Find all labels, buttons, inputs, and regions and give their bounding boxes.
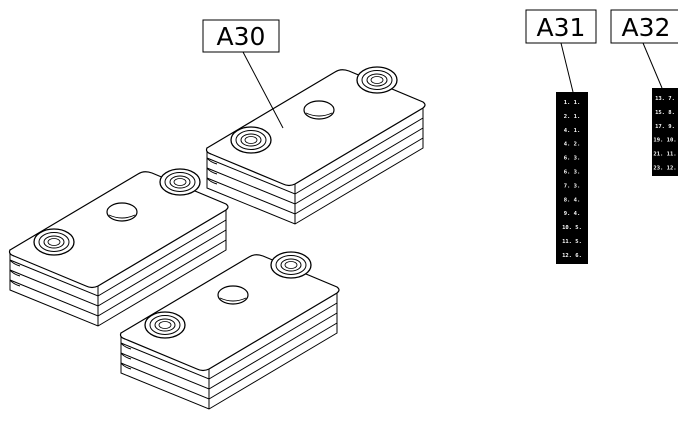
strip-a31-label: 9. 4.: [564, 211, 581, 217]
strip-a31-label: 10. 5.: [562, 225, 582, 231]
strip-a32-label: 21. 11.: [653, 152, 676, 158]
strip-a31-label: 4. 1.: [564, 128, 581, 134]
label-strip-a32: 13. 7. 15. 8. 17. 9. 19. 10. 21. 11. 23. 12.: [652, 88, 678, 176]
callout-a32: A32: [610, 9, 678, 89]
callout-a30: A30: [202, 19, 284, 129]
callout-a32-label: A32: [622, 13, 671, 42]
strip-a32-label: 17. 9.: [655, 124, 675, 130]
strip-a31-label: 8. 4.: [564, 197, 581, 203]
strip-a31-label: 11. 5.: [562, 239, 582, 245]
strip-a31-label: 6. 3.: [564, 156, 581, 162]
strip-a32-label: 19. 10.: [653, 138, 676, 144]
callout-a31: A31: [525, 9, 597, 93]
callout-a30-label: A30: [217, 22, 266, 51]
strip-a31-label: 4. 2.: [564, 142, 581, 148]
callout-a31-label: A31: [537, 13, 586, 42]
strip-a31-label: 6. 3.: [564, 170, 581, 176]
label-strip-a31: 1. 1. 2. 1. 4. 1. 4. 2. 6. 3. 6. 3. 7. 3. 8. 4.…: [556, 92, 588, 264]
shim-pad-stack-a30: [205, 66, 426, 225]
strip-a31-label: 7. 3.: [564, 183, 581, 189]
strip-a32-label: 15. 8.: [655, 110, 675, 116]
strip-a31-label: 2. 1.: [564, 114, 581, 120]
strip-a31-label: 1. 1.: [564, 100, 581, 106]
strip-a32-label: 23. 12.: [653, 166, 676, 172]
strip-a31-label: 12. 6.: [562, 253, 582, 259]
strip-a32-label: 13. 7.: [655, 96, 675, 102]
